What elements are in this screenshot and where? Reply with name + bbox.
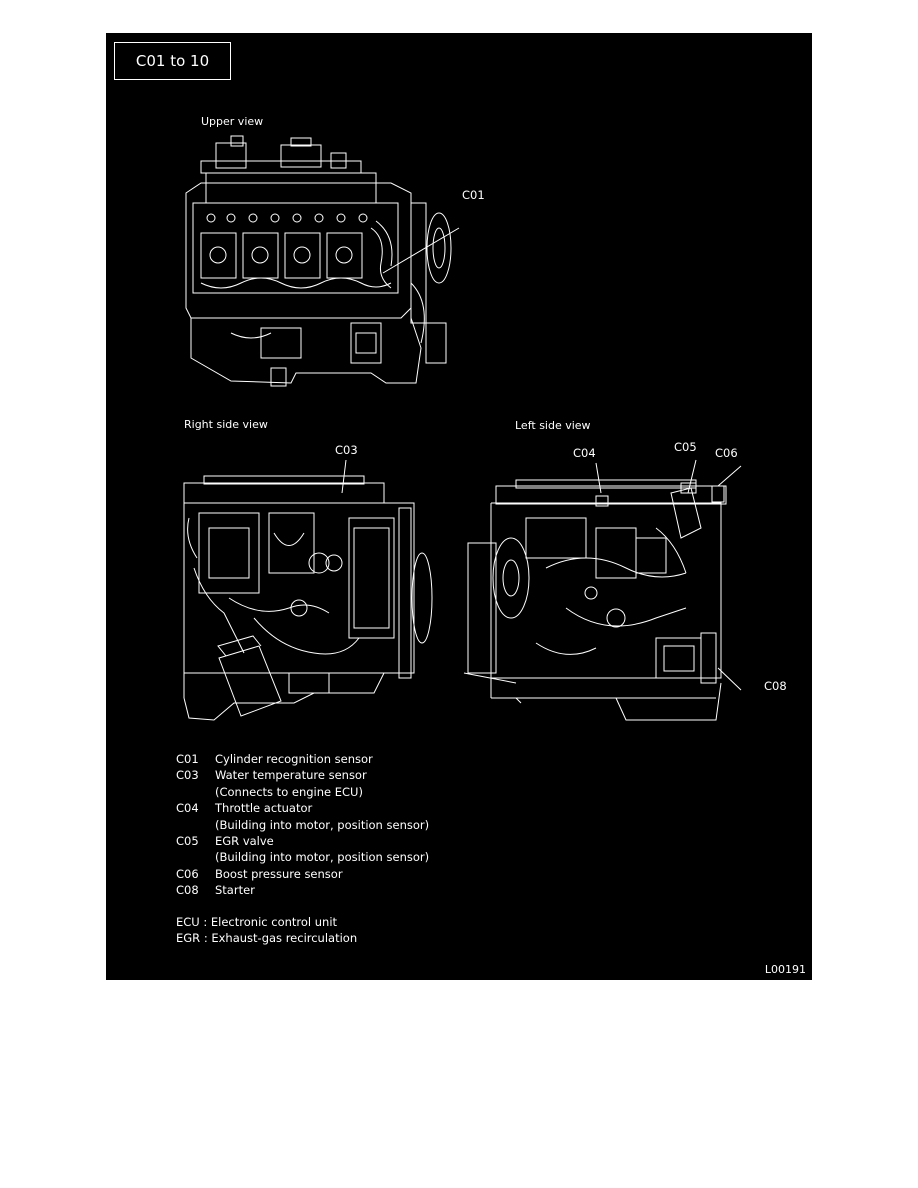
callout-c04: C04 bbox=[573, 446, 596, 460]
right-side-view-engine-drawing bbox=[174, 458, 439, 723]
page-title: C01 to 10 bbox=[135, 52, 210, 70]
title-box: C01 to 10 bbox=[114, 42, 231, 80]
right-side-view-label: Right side view bbox=[184, 418, 268, 431]
left-side-view-engine-drawing bbox=[456, 458, 776, 723]
legend-row: (Building into motor, position sensor) bbox=[215, 850, 430, 865]
legend-row: (Building into motor, position sensor) bbox=[215, 817, 430, 832]
upper-view-engine-drawing bbox=[171, 133, 501, 388]
callout-c05: C05 bbox=[674, 440, 697, 454]
abbreviation-ecu: ECU : Electronic control unit bbox=[176, 914, 338, 929]
diagram-panel: C01 to 10 Upper view C01 Right side view bbox=[106, 33, 812, 980]
legend-row: (Connects to engine ECU) bbox=[215, 784, 363, 799]
callout-c06: C06 bbox=[715, 446, 738, 460]
callout-c01: C01 bbox=[462, 188, 485, 202]
left-side-view-label: Left side view bbox=[515, 419, 591, 432]
upper-view-label: Upper view bbox=[201, 115, 264, 128]
abbreviation-egr: EGR : Exhaust-gas recirculation bbox=[176, 930, 358, 945]
callout-c08: C08 bbox=[764, 679, 787, 693]
figure-reference: L00191 bbox=[764, 963, 806, 976]
callout-c03: C03 bbox=[335, 443, 358, 457]
